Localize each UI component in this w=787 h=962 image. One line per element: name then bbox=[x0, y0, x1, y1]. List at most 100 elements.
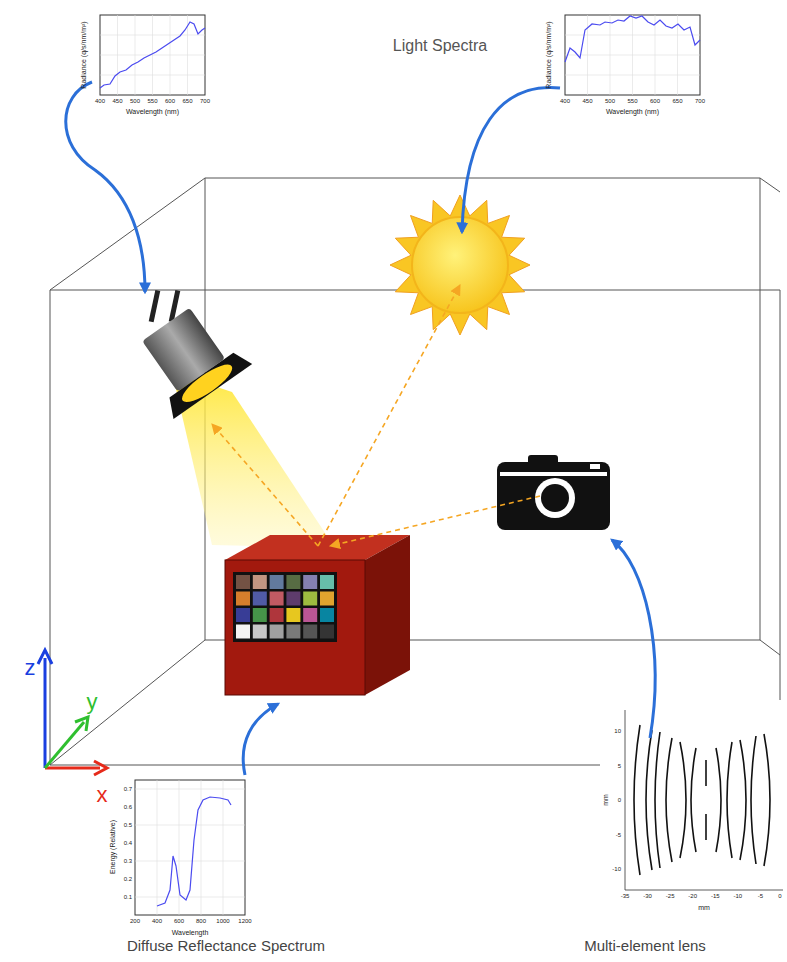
tick-label: 0 bbox=[618, 797, 621, 804]
tick-label: 450 bbox=[112, 98, 122, 105]
reflectance-plot bbox=[157, 780, 158, 915]
camera-icon bbox=[497, 462, 610, 530]
room-wireframe bbox=[50, 765, 600, 766]
camera-icon bbox=[535, 478, 575, 518]
room-wireframe bbox=[50, 640, 205, 765]
reflectance-plot bbox=[135, 825, 245, 826]
light-path bbox=[330, 496, 540, 546]
tick-label: 650 bbox=[672, 98, 682, 105]
axis-title: mm bbox=[602, 794, 610, 806]
checker-patch bbox=[236, 575, 250, 589]
tick-label: 400 bbox=[152, 918, 162, 925]
tick-label: 600 bbox=[165, 98, 175, 105]
lens-diagram bbox=[691, 748, 696, 852]
tick-label: 550 bbox=[627, 98, 637, 105]
tick-label: -5 bbox=[758, 893, 763, 900]
axis-triad bbox=[38, 650, 52, 664]
axis-name: z bbox=[25, 656, 36, 680]
sun-icon bbox=[390, 195, 530, 335]
tick-label: 400 bbox=[560, 98, 570, 105]
axis-title: Wavelength (nm) bbox=[606, 108, 659, 116]
lens-diagram bbox=[705, 814, 707, 840]
target-cube bbox=[225, 560, 365, 695]
spectrum-plot bbox=[565, 15, 700, 95]
tick-label: 600 bbox=[650, 98, 660, 105]
target-cube bbox=[233, 572, 337, 642]
target-cube bbox=[225, 535, 410, 695]
tick-label: 0.2 bbox=[124, 876, 132, 883]
tick-label: 400 bbox=[95, 98, 105, 105]
axis-triad bbox=[45, 722, 84, 768]
axis-title: Radiance (q/s/nm/m²) bbox=[545, 21, 553, 88]
caption-label: Diffuse Reflectance Spectrum bbox=[127, 938, 325, 955]
room-wireframe bbox=[50, 178, 205, 290]
lens-diagram bbox=[634, 725, 640, 875]
tick-label: -30 bbox=[643, 893, 652, 900]
axis-name: x bbox=[97, 783, 108, 807]
lens-diagram bbox=[705, 760, 707, 786]
room-wireframe bbox=[205, 178, 760, 179]
checker-patch bbox=[303, 575, 317, 589]
lens-diagram bbox=[680, 742, 686, 858]
tick-label: 0.6 bbox=[124, 804, 132, 811]
checker-patch bbox=[286, 592, 300, 606]
lens-diagram bbox=[655, 732, 660, 868]
lens-diagram bbox=[716, 748, 721, 852]
axis-triad bbox=[38, 650, 107, 775]
reflectance-plot bbox=[135, 780, 245, 915]
spectrum-plot bbox=[565, 16, 700, 62]
sun-disc bbox=[412, 217, 508, 313]
camera-icon bbox=[590, 464, 600, 469]
checker-patch bbox=[236, 608, 250, 622]
light-path bbox=[318, 285, 460, 546]
checker-patch bbox=[253, 575, 267, 589]
room-wireframe bbox=[780, 290, 781, 700]
camera-icon bbox=[541, 484, 569, 512]
tick-label: 10 bbox=[614, 728, 621, 735]
tick-label: -5 bbox=[616, 831, 621, 838]
checker-patch bbox=[236, 625, 250, 639]
tick-label: 1200 bbox=[238, 918, 251, 925]
checker-patch bbox=[286, 625, 300, 639]
spotlight-icon bbox=[162, 348, 252, 419]
spectrum-plot bbox=[565, 55, 700, 56]
checker-patch bbox=[286, 575, 300, 589]
tick-label: -25 bbox=[666, 893, 675, 900]
spotlight-icon bbox=[127, 297, 253, 419]
target-cube bbox=[365, 535, 410, 695]
caption-label: Multi-element lens bbox=[584, 938, 706, 955]
checker-patch bbox=[236, 592, 250, 606]
spotlight-icon bbox=[149, 290, 161, 322]
lens-diagram bbox=[666, 738, 672, 862]
tick-label: 550 bbox=[147, 98, 157, 105]
axis-triad bbox=[44, 658, 47, 768]
checker-patch bbox=[270, 575, 284, 589]
spectrum-plot bbox=[565, 15, 700, 95]
axis-name: y bbox=[87, 690, 98, 714]
spectrum-plot bbox=[100, 22, 205, 88]
spectrum-plot bbox=[565, 75, 700, 76]
axis-title: Wavelength (nm) bbox=[126, 108, 179, 116]
reflectance-plot bbox=[179, 780, 180, 915]
leader-arrow bbox=[243, 704, 278, 775]
tick-label: 0.5 bbox=[124, 822, 132, 829]
spotlight-icon bbox=[177, 359, 236, 408]
sun-rays bbox=[390, 195, 530, 335]
checker-patch bbox=[320, 592, 334, 606]
reflectance-plot bbox=[135, 789, 245, 790]
tick-label: 450 bbox=[582, 98, 592, 105]
title-label: Light Spectra bbox=[393, 37, 487, 55]
room-wireframe bbox=[760, 178, 761, 640]
camera-icon bbox=[500, 472, 607, 476]
room-wireframe bbox=[760, 178, 780, 192]
light-path bbox=[212, 424, 318, 546]
spectrum-plot bbox=[100, 35, 205, 36]
spectrum-plot bbox=[100, 15, 205, 95]
tick-label: 800 bbox=[196, 918, 206, 925]
room-wireframe bbox=[50, 178, 780, 765]
reflectance-plot bbox=[135, 780, 245, 915]
checker-patch bbox=[303, 592, 317, 606]
checker-patch bbox=[270, 625, 284, 639]
tick-label: 500 bbox=[130, 98, 140, 105]
